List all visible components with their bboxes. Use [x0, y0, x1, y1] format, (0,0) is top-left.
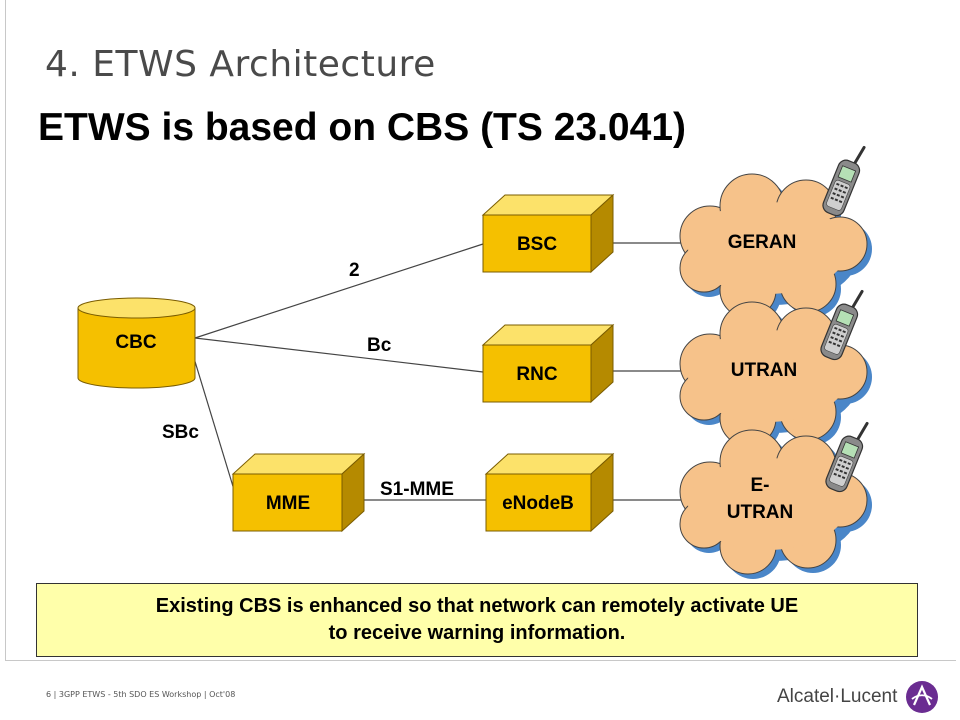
slide-frame	[5, 0, 956, 661]
eutran-label-line2: UTRAN	[727, 502, 794, 523]
alcatel-lucent-logo-icon	[906, 681, 939, 713]
note-line-1: Existing CBS is enhanced so that network…	[155, 595, 799, 617]
utran-cloud: UTRAN	[679, 301, 872, 451]
cbc-node: CBC	[77, 297, 196, 389]
cbc-label: CBC	[115, 332, 156, 353]
note-line-2: to receive warning information.	[328, 622, 626, 644]
link-label-cbc-rnc: Bc	[367, 335, 392, 356]
rnc-node: RNC	[481, 323, 615, 404]
slide-title: 4. ETWS Architecture	[45, 44, 436, 85]
link-cbc-rnc	[194, 337, 484, 373]
geran-label: GERAN	[728, 232, 797, 253]
link-label-mme-enodeb: S1-MME	[380, 479, 454, 500]
note-box: Existing CBS is enhanced so that network…	[36, 583, 918, 657]
mme-label: MME	[266, 493, 310, 514]
geran-cloud: GERAN	[679, 173, 872, 323]
link-label-cbc-bsc: 2	[349, 260, 360, 281]
rnc-label: RNC	[516, 364, 557, 385]
footer-text: 6 | 3GPP ETWS - 5th SDO ES Workshop | Oc…	[46, 690, 236, 699]
enodeb-label: eNodeB	[502, 493, 574, 514]
link-cbc-bsc	[194, 243, 484, 339]
cell-phone-icon	[819, 139, 871, 220]
bsc-node: BSC	[481, 193, 615, 274]
enodeb-node: eNodeB	[484, 452, 615, 533]
mme-node: MME	[231, 452, 366, 533]
link-cbc-mme	[189, 344, 236, 494]
brand: Alcatel·Lucent	[777, 680, 939, 714]
link-label-cbc-mme: SBc	[162, 422, 199, 443]
brand-name: Alcatel·Lucent	[777, 686, 898, 707]
eutran-cloud: E- UTRAN	[679, 429, 872, 579]
eutran-label-line1: E-	[751, 475, 770, 496]
slide-subtitle: ETWS is based on CBS (TS 23.041)	[38, 106, 686, 149]
utran-label: UTRAN	[731, 360, 798, 381]
bsc-label: BSC	[517, 234, 557, 255]
